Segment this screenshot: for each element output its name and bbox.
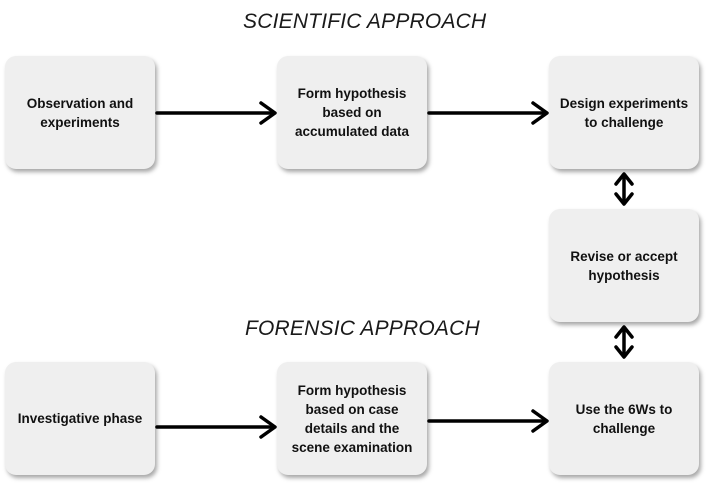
- design-experiments-label: Design experiments to challenge: [559, 95, 689, 130]
- double-arrow-revise-6ws: [614, 325, 634, 359]
- forensic-approach-title: FORENSIC APPROACH: [245, 317, 480, 340]
- arrow-hypothesis-to-design: [427, 101, 549, 125]
- six-ws-challenge-box: Use the 6Ws to challenge: [549, 362, 699, 475]
- scientific-hypothesis-label: Form hypothesis based on accumulated dat…: [294, 86, 410, 139]
- revise-hypothesis-label: Revise or accept hypothesis: [570, 248, 678, 283]
- scientific-approach-title: SCIENTIFIC APPROACH: [243, 10, 487, 33]
- investigative-phase-label: Investigative phase: [17, 411, 143, 426]
- forensic-hypothesis-box: Form hypothesis based on case details an…: [277, 362, 427, 475]
- forensic-hypothesis-label: Form hypothesis based on case details an…: [291, 382, 413, 455]
- six-ws-challenge-label: Use the 6Ws to challenge: [575, 401, 673, 436]
- observation-label: Observation and experiments: [26, 95, 134, 130]
- scientific-hypothesis-box: Form hypothesis based on accumulated dat…: [277, 56, 427, 169]
- arrow-hypothesis-to-6ws: [427, 409, 549, 433]
- observation-box: Observation and experiments: [5, 56, 155, 169]
- design-experiments-box: Design experiments to challenge: [549, 56, 699, 169]
- arrow-observation-to-hypothesis: [155, 101, 277, 125]
- arrow-investigative-to-hypothesis: [155, 415, 277, 439]
- double-arrow-design-revise: [614, 172, 634, 206]
- investigative-phase-box: Investigative phase: [5, 362, 155, 475]
- revise-hypothesis-box: Revise or accept hypothesis: [549, 209, 699, 322]
